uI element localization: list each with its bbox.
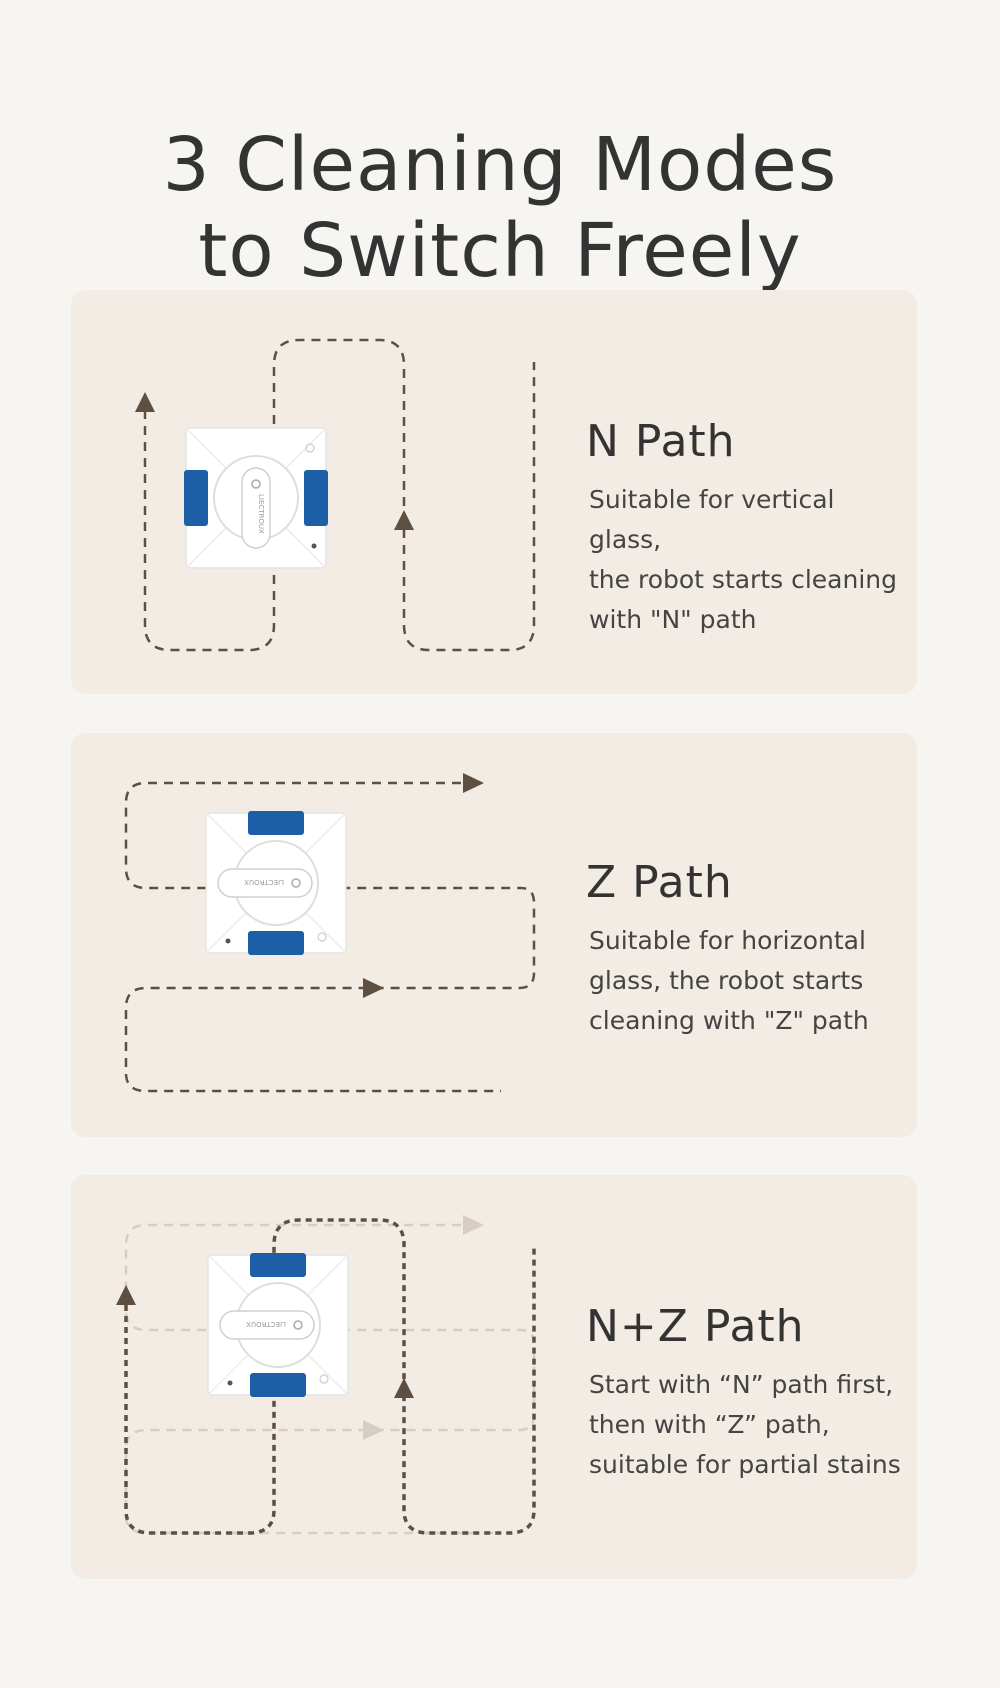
mode-description-line: the robot starts cleaning [589,565,898,594]
arrow-up-icon [394,1378,414,1398]
mode-description-line: with "N" path [589,605,757,634]
n-path-diagram: LIECTROUX [135,338,536,652]
mode-description-line: Start with “N” path first, [589,1370,894,1399]
nz-path-diagram: LIECTROUX [116,1215,536,1535]
page-title: 3 Cleaning Modes to Switch Freely [0,122,1000,294]
mode-card-z-path: LIECTROUX Z Path Suitable for horizontal… [71,733,917,1137]
robot-icon: LIECTROUX [205,811,347,955]
arrow-right-icon [463,1215,484,1235]
mode-description-line: Suitable for vertical glass, [589,485,835,554]
page-title-line-2: to Switch Freely [198,207,802,294]
arrow-right-icon [363,1420,384,1440]
mode-description-line: then with “Z” path, [589,1410,830,1439]
mode-description-line: Suitable for horizontal [589,926,866,955]
mode-description-line: suitable for partial stains [589,1450,901,1479]
z-path-line [124,781,536,1093]
z-path-diagram: LIECTROUX [124,773,536,1093]
arrow-up-icon [116,1285,136,1305]
arrow-up-icon [394,510,414,530]
mode-description: Start with “N” path first, then with “Z”… [589,1365,909,1485]
robot-brand-label: LIECTROUX [246,1320,286,1328]
mode-description-line: cleaning with "Z" path [589,1006,869,1035]
mode-title: N+Z Path [586,1301,805,1352]
arrow-up-icon [135,392,155,412]
mode-description: Suitable for vertical glass, the robot s… [589,480,909,640]
robot-icon: LIECTROUX [184,427,328,569]
robot-brand-label: LIECTROUX [257,494,265,534]
page-title-line-1: 3 Cleaning Modes [162,121,838,208]
mode-title: N Path [586,416,736,467]
mode-description-line: glass, the robot starts [589,966,864,995]
mode-description: Suitable for horizontal glass, the robot… [589,921,909,1041]
mode-card-nz-path: LIECTROUX N+Z Path Start with “N” path f… [71,1175,917,1579]
robot-icon: LIECTROUX [207,1253,349,1397]
arrow-right-icon [463,773,484,793]
robot-brand-label: LIECTROUX [244,878,284,886]
mode-card-n-path: LIECTROUX N Path Suitable for vertical g… [71,290,917,694]
arrow-right-icon [363,978,384,998]
mode-title: Z Path [586,857,733,908]
